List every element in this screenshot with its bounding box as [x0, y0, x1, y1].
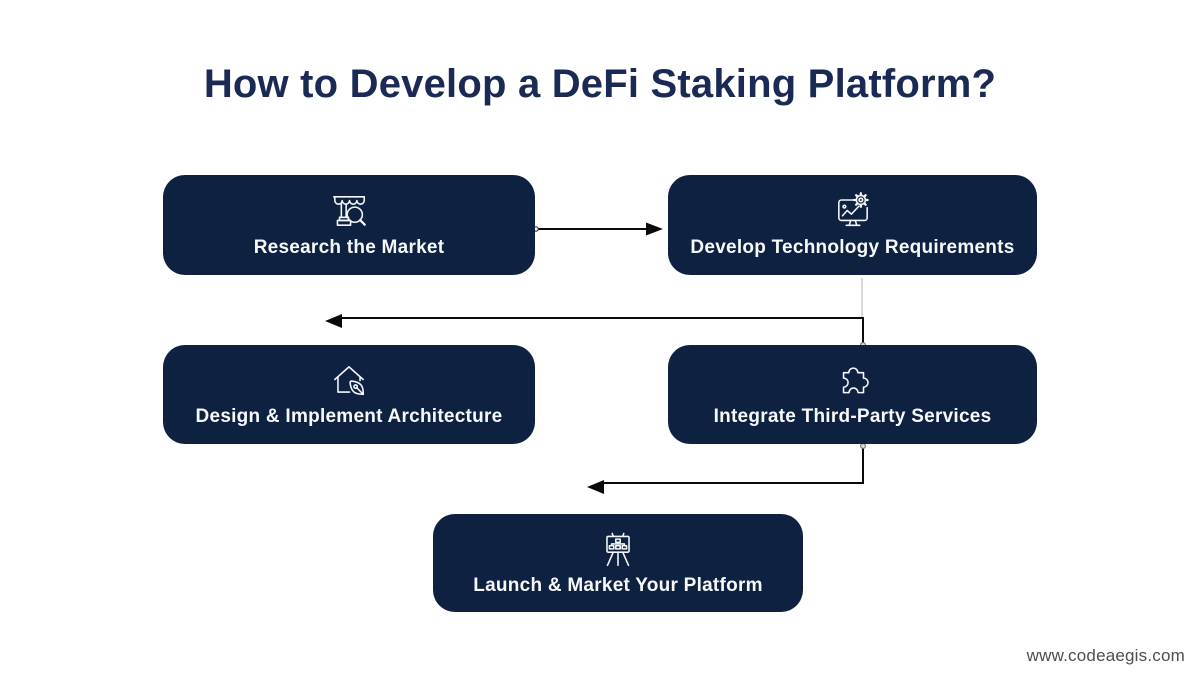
arrow-step2-to-step3 [325, 278, 866, 348]
step-label: Integrate Third-Party Services [713, 406, 992, 427]
step-box-research-market: Research the Market [163, 175, 535, 275]
step-label: Develop Technology Requirements [690, 236, 1015, 258]
storefront-search-icon [328, 190, 370, 232]
step-box-design-architecture: Design & Implement Architecture [163, 345, 535, 444]
step-box-third-party-services: Integrate Third-Party Services [668, 345, 1037, 444]
step-label: Launch & Market Your Platform [473, 574, 763, 596]
step-label: Research the Market [253, 236, 445, 258]
arrow-step1-to-step2 [533, 222, 663, 236]
watermark: www.codeaegis.com [1026, 646, 1185, 665]
house-pen-icon [328, 359, 370, 401]
page-title: How to Develop a DeFi Staking Platform? [203, 62, 997, 106]
step-box-technology-requirements: Develop Technology Requirements [668, 175, 1037, 275]
monitor-gear-chart-icon [832, 190, 874, 232]
step-label: Design & Implement Architecture [195, 406, 503, 427]
easel-flowchart-icon [597, 528, 639, 570]
arrow-step4-to-step5 [587, 443, 866, 494]
step-box-launch-market: Launch & Market Your Platform [433, 514, 803, 612]
puzzle-piece-icon [832, 359, 874, 401]
